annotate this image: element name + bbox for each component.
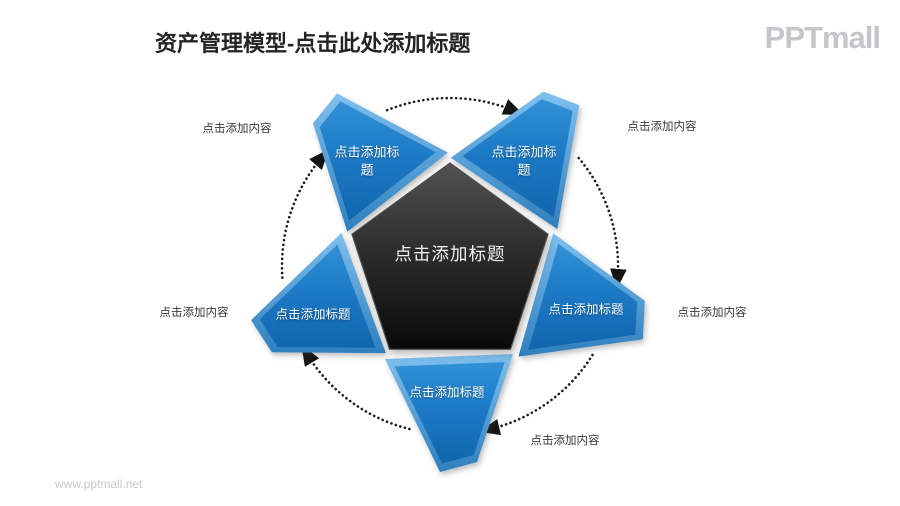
star-piece-left[interactable] (251, 232, 386, 354)
star-piece-top-right[interactable] (450, 91, 580, 229)
piece-label-top-left[interactable]: 点击添加标题 (334, 144, 400, 177)
page-title: 资产管理模型-点击此处添加标题 (155, 31, 471, 56)
piece-label-top-right[interactable]: 点击添加标题 (491, 144, 557, 177)
star-piece-face (528, 243, 638, 350)
cycle-arrow-arc (301, 344, 411, 431)
star-piece-face (394, 362, 505, 464)
watermark: www.pptmall.net (55, 477, 143, 491)
content-label-top-right[interactable]: 点击添加内容 (627, 121, 697, 134)
pentagon-center-label[interactable]: 点击添加标题 (394, 244, 506, 265)
star-piece-top-left[interactable] (313, 93, 448, 232)
content-label-left[interactable]: 点击添加内容 (159, 307, 229, 320)
cycle-arrow-arc (577, 156, 627, 290)
star-piece-face (319, 101, 436, 221)
content-label-bottom-right[interactable]: 点击添加内容 (530, 435, 600, 448)
piece-label-left[interactable]: 点击添加标题 (275, 307, 351, 322)
cycle-arrow-arc (280, 148, 330, 279)
pptmall-logo: PPTmall (764, 20, 881, 55)
star-piece-face (259, 244, 376, 348)
star-piece-right[interactable] (518, 233, 645, 357)
content-label-right[interactable]: 点击添加内容 (677, 307, 747, 320)
cycle-arrow-arc (385, 96, 524, 115)
cycle-arrow-arc (478, 353, 594, 436)
content-label-top-left[interactable]: 点击添加内容 (202, 123, 272, 136)
star-piece-bottom[interactable] (385, 354, 513, 472)
center-pentagon[interactable] (351, 162, 549, 350)
piece-label-right[interactable]: 点击添加标题 (548, 302, 624, 317)
star-piece-face (462, 99, 573, 218)
piece-label-bottom[interactable]: 点击添加标题 (409, 385, 485, 400)
